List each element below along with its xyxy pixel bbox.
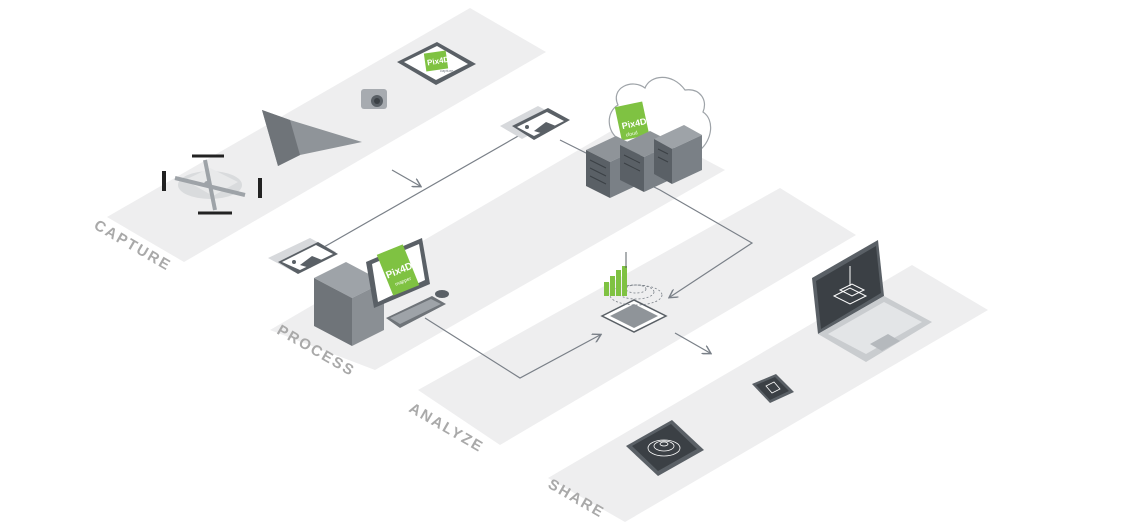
capture-to-process-arrow — [391, 169, 420, 186]
quadcopter-drone-icon — [162, 154, 262, 215]
tablet-capture-app-icon: Pix4D capture — [397, 42, 476, 85]
desktop-computer-icon: Pix4D mapper — [314, 238, 449, 346]
tablet-caption: capture — [440, 68, 454, 73]
desktop-to-analysis-arrow — [424, 317, 600, 379]
server-photo-icon — [500, 106, 570, 140]
analysis-to-share-arrow — [674, 332, 710, 353]
photo-link-line — [309, 134, 521, 256]
smartphone-icon — [752, 374, 794, 403]
fixed-wing-drone-icon — [262, 110, 362, 166]
analysis-3d-model-icon — [600, 252, 668, 333]
laptop-icon — [812, 240, 932, 362]
tablet-logo: Pix4D — [426, 55, 450, 68]
cloud-caption: cloud — [625, 130, 638, 138]
tablet-icon — [626, 420, 704, 476]
photo-stack-icon — [268, 238, 338, 274]
camera-icon — [361, 89, 387, 109]
server-rack-icon — [586, 125, 702, 198]
